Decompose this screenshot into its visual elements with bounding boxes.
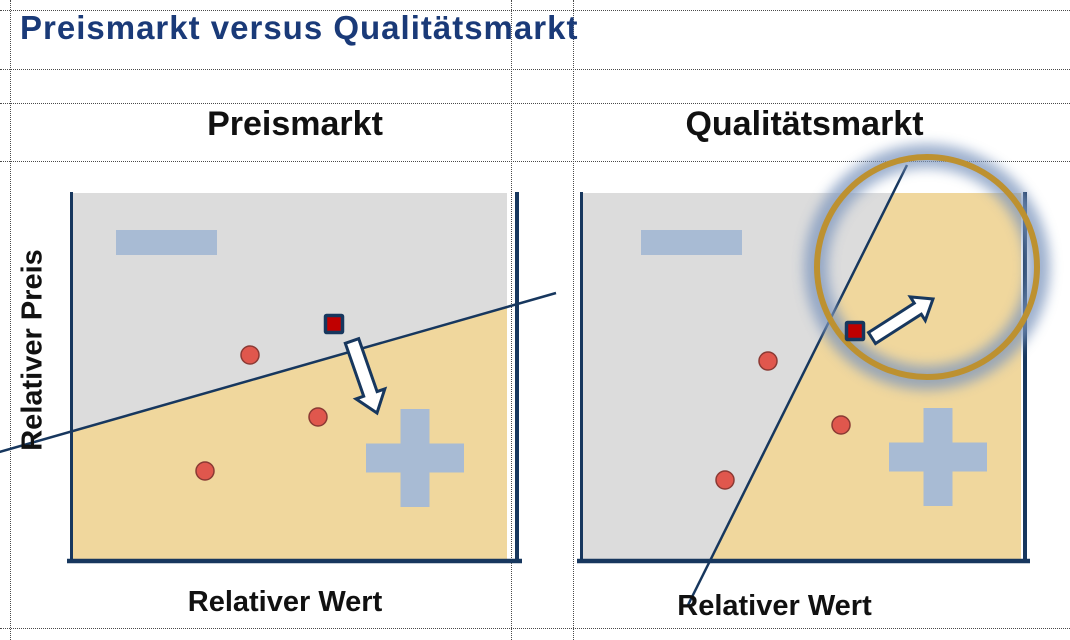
up-right-arrow-icon (866, 295, 936, 346)
guide-line-vertical (10, 0, 11, 640)
preismarkt-tan-region (73, 307, 507, 560)
guide-line-vertical (573, 0, 574, 640)
plus-icon (889, 408, 987, 506)
qualitaetsmarkt-chart (577, 144, 1050, 606)
guide-line-horizontal (0, 103, 1070, 104)
product-square (323, 313, 345, 335)
competitor-dot (195, 461, 215, 481)
down-right-arrow-icon (343, 336, 388, 416)
x-axis-label-preismarkt: Relativer Wert (187, 586, 383, 618)
qualitaetsmarkt-boundary-line (686, 164, 909, 606)
panel-heading-preismarkt: Preismarkt (207, 105, 383, 143)
y-axis-label-preismarkt: Relativer Preis (16, 249, 49, 451)
plus-icon (366, 409, 464, 507)
product-square (844, 320, 866, 342)
guide-line-horizontal (0, 161, 1070, 162)
competitor-dot (758, 351, 778, 371)
preismarkt-boundary-line (0, 291, 557, 454)
x-axis-label-qualitaetsmarkt: Relativer Wert (677, 590, 872, 622)
guide-line-horizontal (0, 628, 1070, 629)
highlight-circle (814, 154, 1040, 380)
guide-line-horizontal (0, 10, 1070, 11)
slide-title: Preismarkt versus Qualitätsmarkt (20, 9, 579, 46)
preismarkt-chart (0, 192, 557, 564)
competitor-dot (308, 407, 328, 427)
competitor-dot (831, 415, 851, 435)
competitor-dot (240, 345, 260, 365)
minus-icon (116, 230, 217, 255)
competitor-dot (715, 470, 735, 490)
minus-icon (641, 230, 742, 255)
panel-heading-qualitaetsmarkt: Qualitätsmarkt (685, 105, 924, 143)
guide-line-vertical (511, 0, 512, 640)
guide-line-horizontal (0, 69, 1070, 70)
